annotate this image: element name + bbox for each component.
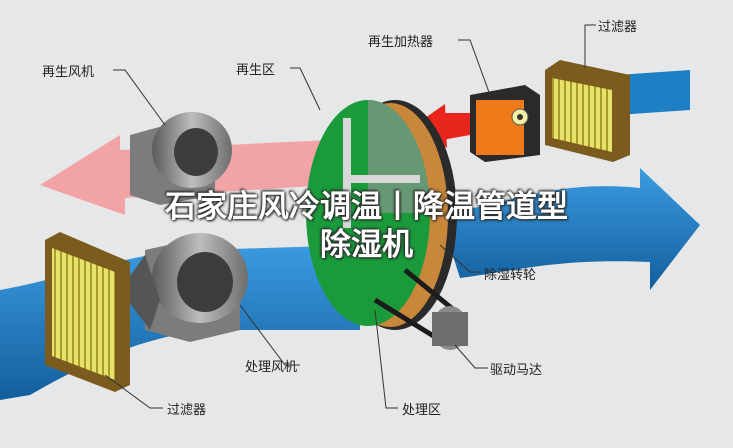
label-regen-heater: 再生加热器 [368, 35, 434, 50]
label-drive-motor: 驱动马达 [490, 363, 543, 378]
headline-line-1: 石家庄风冷调温丨降温管道型 [165, 189, 568, 225]
filter-bottom-left [45, 232, 130, 392]
headline-line-2: 除湿机 [320, 227, 413, 263]
drive-motor [432, 306, 468, 350]
dehumidifier-wheel [306, 100, 457, 330]
label-filter-bottom: 过滤器 [167, 403, 207, 418]
label-dehumid-wheel: 除湿转轮 [484, 268, 537, 283]
label-process-fan: 处理风机 [245, 360, 298, 375]
regen-heater [470, 85, 540, 162]
label-filter-top: 过滤器 [598, 20, 638, 35]
regen-fan [130, 112, 232, 205]
headline-overlay: 石家庄风冷调温丨降温管道型 除湿机 [0, 188, 733, 264]
filter-top-right [545, 60, 630, 162]
process-air-outlet-duct [440, 168, 700, 290]
label-regen-fan: 再生风机 [42, 65, 95, 80]
process-fan [120, 233, 248, 342]
label-regen-zone: 再生区 [236, 63, 276, 78]
label-process-zone: 处理区 [402, 403, 442, 418]
